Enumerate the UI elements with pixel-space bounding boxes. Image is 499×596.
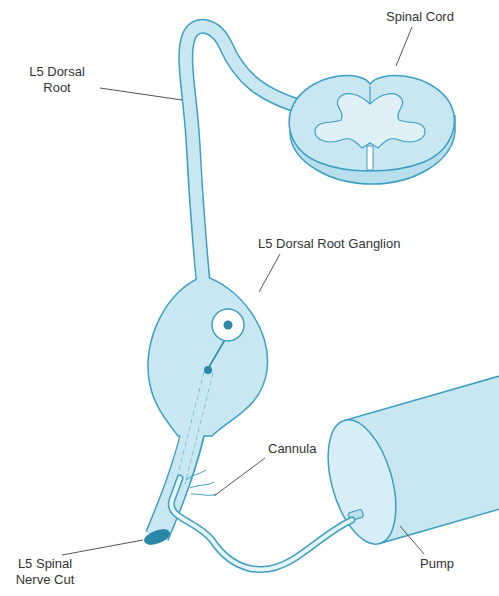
suture-threads bbox=[186, 470, 216, 495]
part-label: L5 Spinal Nerve Cut bbox=[8, 556, 82, 588]
spinal-cord bbox=[289, 76, 455, 184]
cannula-tube bbox=[171, 478, 352, 570]
part-label: Spinal Cord bbox=[386, 9, 454, 25]
part-label: L5 Dorsal Root bbox=[16, 64, 98, 96]
dorsal-root-ganglion bbox=[148, 276, 268, 436]
dorsal-root-fill bbox=[186, 26, 305, 292]
neuron bbox=[176, 309, 244, 484]
nerve-cut-end bbox=[143, 527, 172, 547]
part-label: Cannula bbox=[268, 441, 316, 457]
part-label: Pump bbox=[420, 556, 454, 572]
leader-lines bbox=[62, 27, 424, 555]
part-label: L5 Dorsal Root Ganglion bbox=[258, 236, 400, 252]
